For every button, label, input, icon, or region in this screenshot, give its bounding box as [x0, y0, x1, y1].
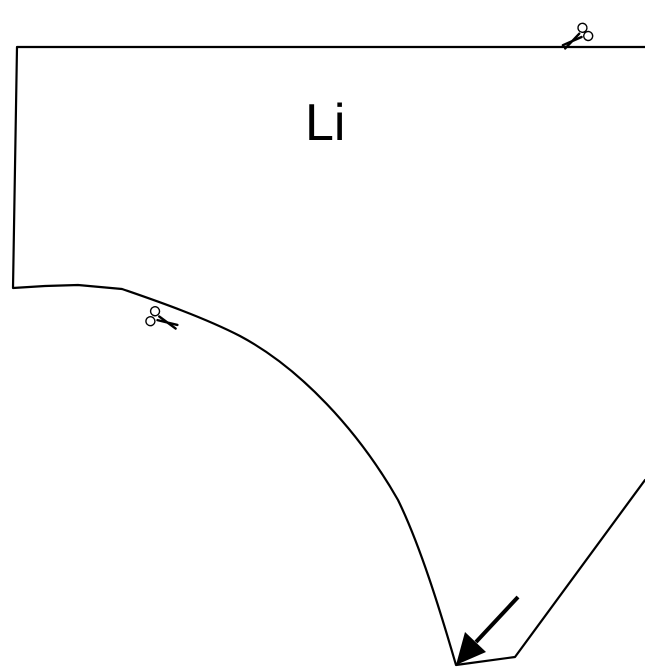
- piece-label: Li: [305, 94, 345, 152]
- scissors-icon: [145, 306, 179, 330]
- arrow-icon: [456, 595, 520, 665]
- pattern-outline: [11, 45, 645, 667]
- scissors-icon: [561, 22, 594, 50]
